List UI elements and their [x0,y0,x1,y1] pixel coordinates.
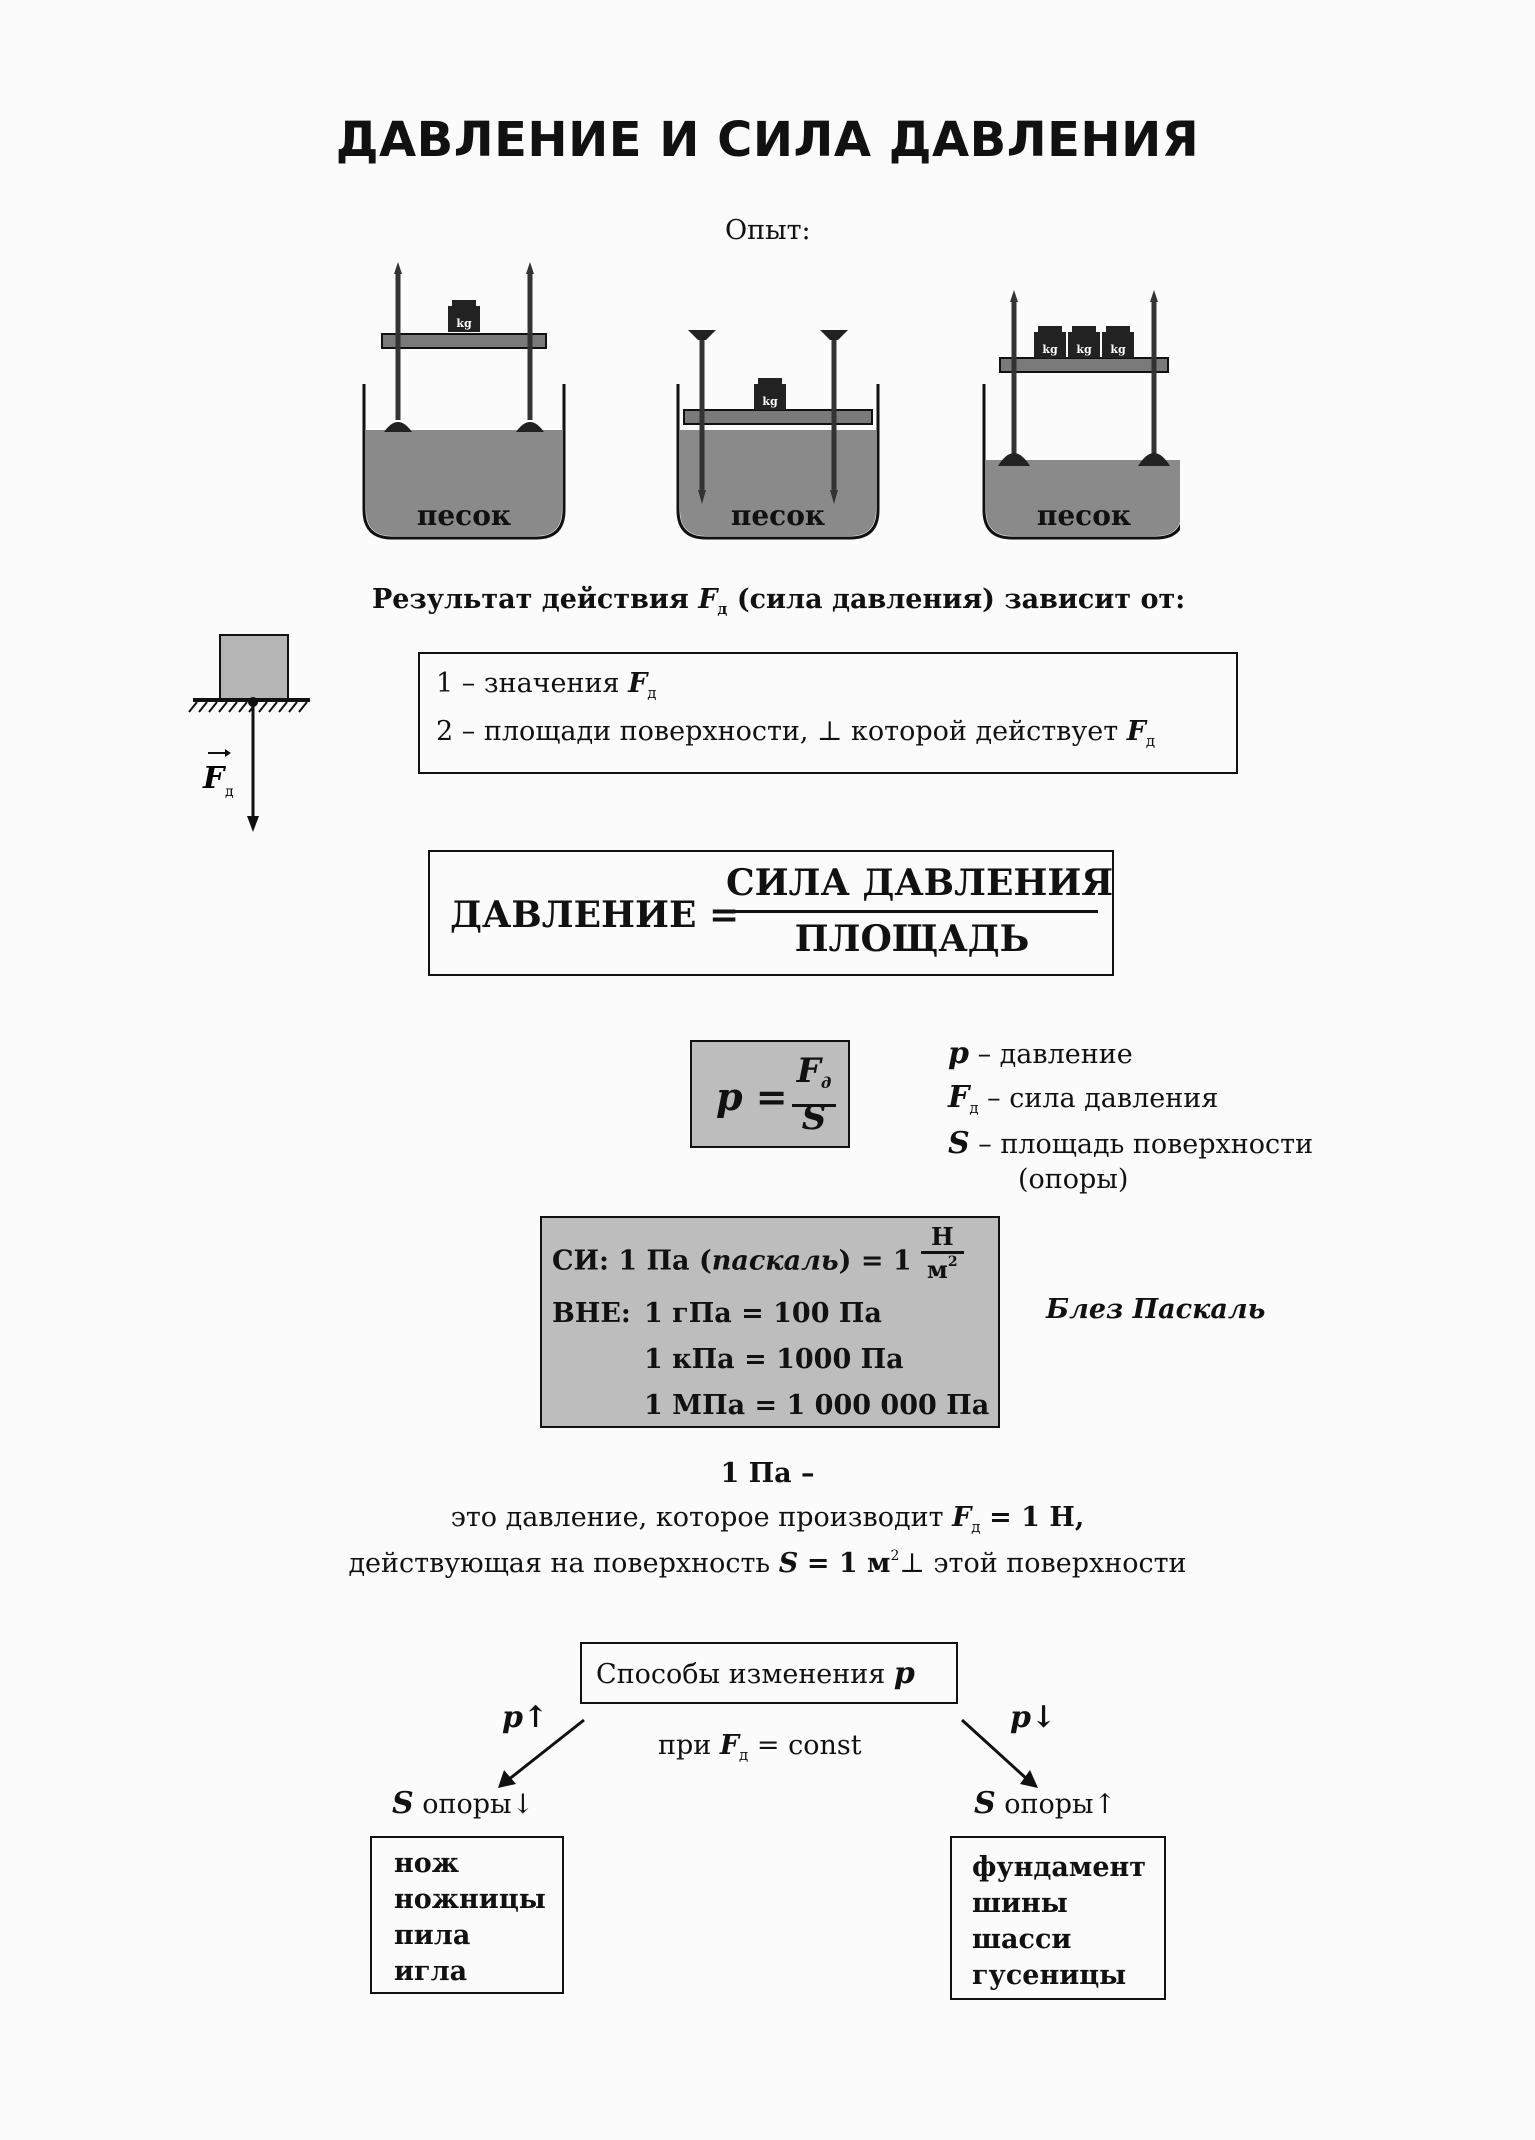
formula-denominator: S [801,1098,827,1138]
formula-numerator: Fд [792,1050,836,1107]
methods-title: Способы изменения p [596,1656,915,1691]
arrow-label-increase: p↑ [502,1700,549,1735]
list-item: гусеницы [972,1960,1127,1991]
right-examples-box: фундамент шины шасси гусеницы [950,1836,1166,2000]
svg-text:kg: kg [762,395,778,408]
word-formula-numerator: СИЛА ДАВЛЕНИЯ [726,862,1113,913]
word-formula-box: ДАВЛЕНИЕ = СИЛА ДАВЛЕНИЯ ПЛОЩАДЬ [428,850,1114,976]
pa-definition-title: 1 Па – [720,1458,815,1489]
list-item: пила [394,1920,471,1951]
bne-hpa: 1 гПа = 100 Па [644,1298,882,1329]
svg-text:песок: песок [731,499,825,532]
methods-arrows [498,1718,1038,1788]
weight-label: kg [456,317,472,330]
pa-definition-line3: действующая на поверхность S = 1 м2⊥ это… [348,1548,1187,1579]
arrow-label-decrease: p↓ [1010,1700,1057,1735]
bne-label: ВНЕ: [552,1298,631,1329]
list-item: шасси [972,1924,1072,1955]
list-item: фундамент [972,1852,1147,1883]
legend-S: S – площадь поверхности [948,1126,1314,1161]
word-formula-denominator: ПЛОЩАДЬ [794,918,1030,960]
container-2: kg песок [676,330,880,540]
svg-text:д: д [225,784,234,800]
list-item: нож [394,1848,460,1879]
right-heading: S опоры↑ [974,1786,1117,1821]
formula-lhs: p = [716,1074,788,1119]
experiment-illustration: kg песок kg песок kg kg kg песок [362,262,1180,540]
bne-kpa: 1 кПа = 1000 Па [644,1344,904,1375]
svg-text:kg: kg [1110,343,1126,356]
container-3: kg kg kg песок [982,290,1180,540]
list-item: ножницы [394,1884,546,1915]
legend-p: p – давление [948,1036,1133,1071]
svg-text:kg: kg [1042,343,1058,356]
factors-box: 1 – значения Fд 2 – площади поверхности,… [418,652,1238,774]
svg-text:kg: kg [1076,343,1092,356]
legend-F: Fд – сила давления [948,1080,1219,1117]
container-label: песок [417,499,511,532]
force-diagram: F д [188,634,310,832]
pressure-formula-box: p = Fд S [690,1040,850,1148]
pa-definition-line2: это давление, которое производит Fд = 1 … [450,1502,1085,1536]
page-title: ДАВЛЕНИЕ И СИЛА ДАВЛЕНИЯ [335,112,1200,168]
svg-text:песок: песок [1037,499,1131,532]
bne-mpa: 1 МПа = 1 000 000 Па [644,1390,990,1421]
experiment-label: Опыт: [725,215,811,246]
units-box: СИ: 1 Па (паскаль) = 1 Н м2 ВНЕ: 1 гПа =… [540,1216,1000,1428]
si-unit: СИ: 1 Па (паскаль) = 1 Н м2 [552,1222,964,1284]
word-formula-lhs: ДАВЛЕНИЕ = [450,894,740,936]
methods-title-box: Способы изменения p [580,1642,958,1704]
result-statement: Результат действия Fд (сила давления) за… [372,584,1186,618]
list-item: шины [972,1888,1068,1919]
person-name: Блез Паскаль [1046,1294,1266,1325]
legend-S-note: (опоры) [1018,1164,1129,1195]
force-vector-label: F [202,761,227,796]
left-heading: S опоры↓ [392,1786,535,1821]
container-1: kg песок [362,262,566,540]
methods-condition: при Fд = const [658,1730,862,1764]
list-item: игла [394,1956,468,1987]
factor-2: 2 – площади поверхности, ⊥ которой дейст… [436,716,1156,750]
left-examples-box: нож ножницы пила игла [370,1836,564,1994]
factor-1: 1 – значения Fд [436,668,657,702]
